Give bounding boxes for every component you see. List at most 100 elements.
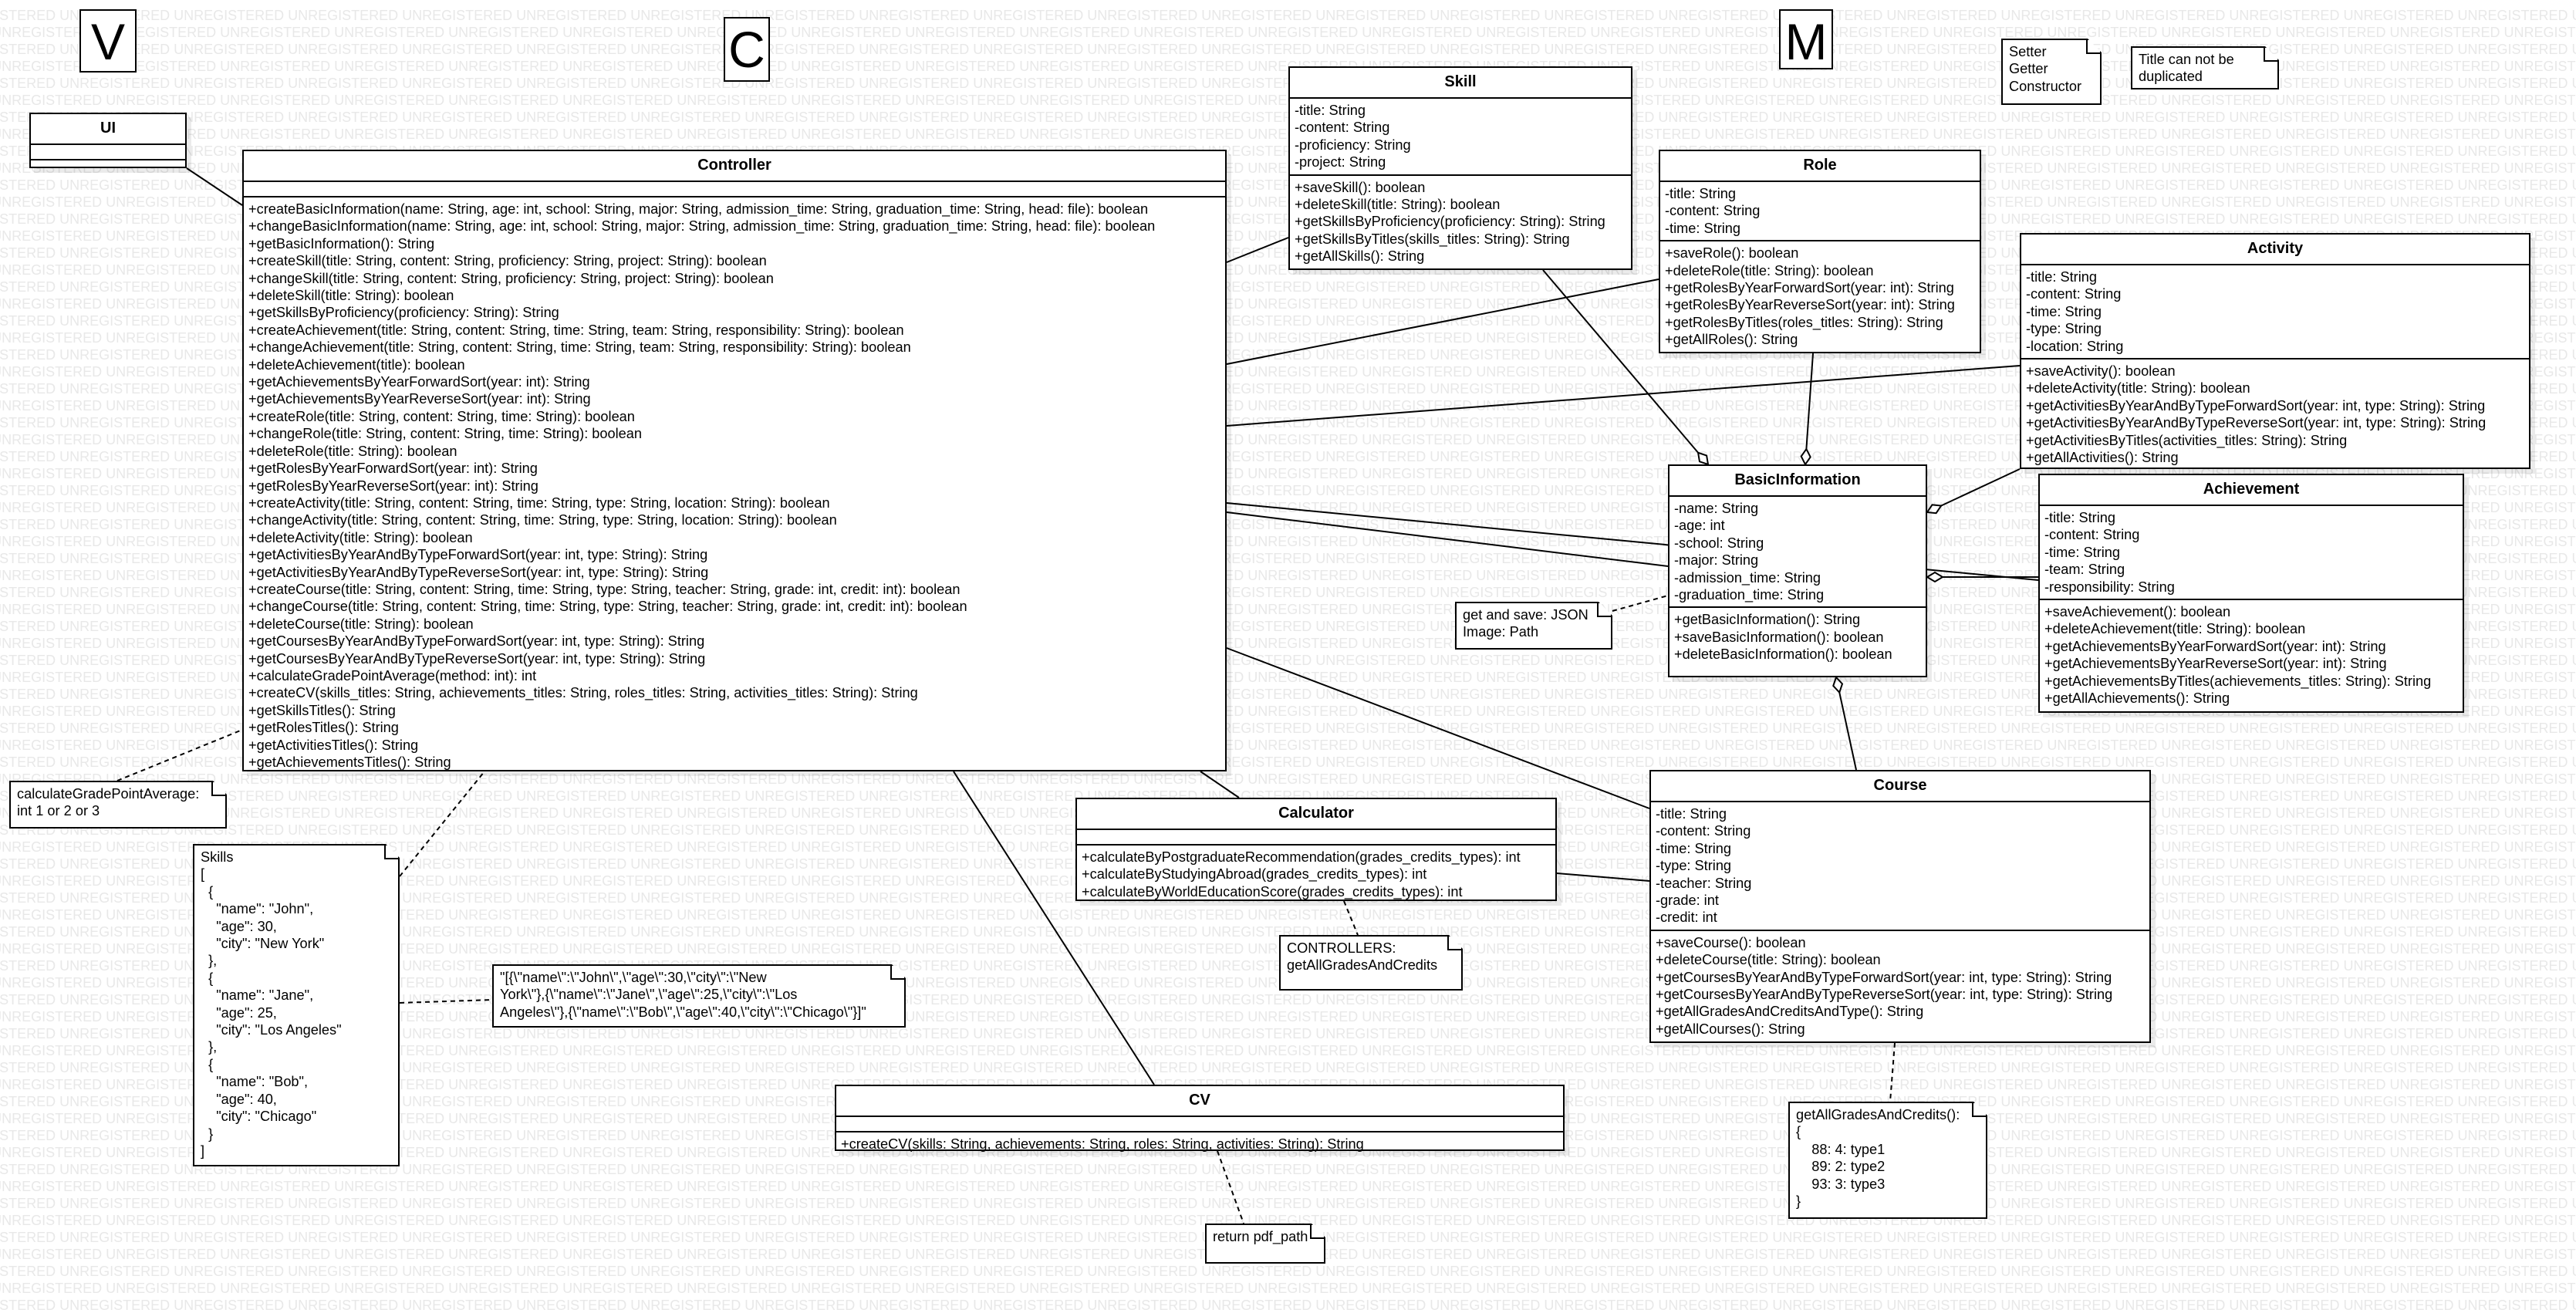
class-role-title: Role	[1660, 151, 1980, 182]
member-line: +getCoursesByYearAndByTypeForwardSort(ye…	[248, 633, 705, 650]
watermark-text: UNREGISTERED UNREGISTERED UNREGISTERED U…	[0, 1264, 2576, 1279]
class-skill-methods: +saveSkill(): boolean+deleteSkill(title:…	[1290, 176, 1631, 268]
member-line: +deleteCourse(title: String): boolean	[1656, 952, 1881, 968]
member-line: -content: String	[1295, 120, 1390, 136]
class-cv[interactable]: CV +createCV(skills: String, achievement…	[835, 1085, 1565, 1152]
note-pdf-link	[1217, 1150, 1244, 1224]
note-line: get and save: JSON	[1463, 607, 1588, 623]
member-line: +getAllCourses(): String	[1656, 1021, 1805, 1037]
note-line: getAllGradesAndCredits():	[1796, 1107, 1960, 1122]
member-line: +getCoursesByYearAndByTypeReverseSort(ye…	[1656, 987, 2113, 1003]
controller-activity-link	[1226, 365, 2021, 427]
note-line: }	[201, 1126, 214, 1142]
member-line: -time: String	[2044, 544, 2121, 560]
member-line: +deleteRole(title: String): boolean	[248, 443, 457, 459]
class-course-methods: +saveCourse(): boolean +deleteCourse(titl…	[1651, 931, 2149, 1041]
member-line: +getSkillsByProficiency(proficiency: Str…	[1295, 214, 1605, 230]
note-gpa-method[interactable]: calculateGradePointAverage:int 1 or 2 or…	[9, 781, 227, 829]
note-json-string-link	[399, 999, 493, 1004]
member-line: +getAllGradesAndCreditsAndType(): String	[1656, 1004, 1924, 1020]
note-line: "name": "Bob",	[201, 1074, 309, 1090]
member-line: +getAchievementsTitles(): String	[248, 754, 451, 770]
note-line: int 1 or 2 or 3	[17, 803, 100, 819]
member-line: +getRolesTitles(): String	[248, 720, 399, 736]
note-line: {	[201, 970, 214, 986]
note-line: York\"},{\"name\":\"Jane\",\"age\":25,\"…	[500, 987, 798, 1003]
class-skill[interactable]: Skill -title: String-content: String-pro…	[1288, 66, 1632, 270]
member-line: -team: String	[2044, 562, 2125, 578]
member-line: -title: String	[2044, 510, 2115, 525]
class-controller-title: Controller	[244, 151, 1225, 182]
class-skill-attributes: -title: String-content: String-proficien…	[1290, 99, 1631, 176]
member-line: -responsibility: String	[2044, 579, 2175, 595]
member-line: +getRolesByTitles(roles_titles: String):…	[1665, 314, 1943, 330]
note-grades-credits[interactable]: getAllGradesAndCredits():{ 88: 4: type1 …	[1788, 1102, 1987, 1219]
note-line: Title can not be	[2139, 52, 2234, 67]
class-cv-title: CV	[836, 1086, 1563, 1117]
note-line: 88: 4: type1	[1796, 1141, 1886, 1157]
note-line: ]	[201, 1143, 205, 1159]
member-line: +saveActivity(): boolean	[2026, 363, 2176, 380]
class-calculator-methods: +calculateByPostgraduateRecommendation(g…	[1077, 846, 1555, 903]
skill-basic-aggregation	[1542, 269, 1709, 465]
controller-skill-link	[1226, 237, 1289, 263]
class-role[interactable]: Role -title: String-content: String-time…	[1659, 150, 1981, 353]
member-line: +getAchievementsByYearReverseSort(year: …	[2044, 656, 2387, 672]
watermark-text: UNREGISTERED UNREGISTERED UNREGISTERED U…	[0, 1281, 2576, 1296]
class-basic-information-attributes: -name: String-age: int-school: String-ma…	[1670, 497, 1926, 609]
member-line: +changeAchievement(title: String, conten…	[248, 339, 911, 356]
course-basic-aggregation-diamond	[1832, 676, 1844, 694]
member-line: +getActivitiesByYearAndByTypeForwardSort…	[248, 547, 708, 563]
class-achievement[interactable]: Achievement -title: String-content: Stri…	[2038, 474, 2464, 713]
member-line: -content: String	[2044, 527, 2140, 543]
note-skills-json[interactable]: Skills[ { "name": "John", "age": 30, "ci…	[193, 844, 400, 1166]
member-line: +changeSkill(title: String, content: Str…	[248, 270, 774, 286]
member-line: +deleteBasicInformation(): boolean	[1674, 646, 1892, 663]
note-line: Getter	[2009, 61, 2048, 77]
class-cv-methods: +createCV(skills: String, achievements: …	[836, 1132, 1563, 1156]
class-role-methods: +saveRole(): boolean+deleteRole(title: S…	[1660, 241, 1980, 351]
member-line: +getAchievementsByYearForwardSort(year: …	[2044, 638, 2386, 654]
controller-role-link	[1226, 278, 1659, 365]
member-line: +getSkillsByTitles(skills_titles: String…	[1295, 231, 1570, 247]
member-line: -time: String	[2026, 303, 2102, 319]
member-line: +saveBasicInformation(): boolean	[1674, 629, 1884, 645]
note-controllers[interactable]: CONTROLLERS:getAllGradesAndCredits	[1279, 935, 1463, 991]
note-json-string[interactable]: "[{\"name\":\"John\",\"age\":30,\"city\"…	[492, 964, 906, 1028]
note-line: getAllGradesAndCredits	[1287, 957, 1438, 974]
class-ui[interactable]: UI	[29, 113, 187, 168]
member-line: +createSkill(title: String, content: Str…	[248, 253, 767, 269]
member-line: +getCoursesByYearAndByTypeReverseSort(ye…	[248, 650, 706, 667]
class-ui-title: UI	[31, 114, 185, 145]
class-calculator[interactable]: Calculator +calculateByPostgraduateRecom…	[1075, 798, 1557, 901]
class-activity-title: Activity	[2021, 235, 2529, 265]
member-line: +getRolesByYearForwardSort(year: int): S…	[248, 461, 538, 477]
member-line: -title: String	[1656, 806, 1727, 822]
member-line: +getSkillsByProficiency(proficiency: Str…	[248, 305, 559, 321]
class-basic-information[interactable]: BasicInformation -name: String-age: int-…	[1668, 464, 1927, 677]
member-line: +createActivity(title: String, content: …	[248, 494, 830, 511]
note-line: {	[201, 1056, 214, 1072]
note-grades-link	[1889, 1042, 1896, 1102]
class-course[interactable]: Course -title: String-content: String-ti…	[1649, 770, 2151, 1043]
class-controller-methods: +createBasicInformation(name: String, ag…	[244, 197, 1225, 774]
class-course-title: Course	[1651, 771, 2149, 802]
class-activity-methods: +saveActivity(): boolean+deleteActivity(…	[2021, 359, 2529, 469]
skill-basic-aggregation-diamond	[1697, 451, 1710, 466]
member-line: -title: String	[2026, 269, 2097, 285]
member-line: -name: String	[1674, 501, 1759, 516]
note-skills-link	[399, 771, 485, 877]
member-line: -content: String	[2026, 286, 2122, 302]
class-controller[interactable]: Controller +createBasicInformation(name:…	[242, 150, 1227, 771]
member-line: -major: String	[1674, 552, 1759, 569]
view-letter: V	[79, 9, 137, 73]
note-return-pdf[interactable]: return pdf_path	[1205, 1224, 1325, 1264]
class-activity[interactable]: Activity -title: String-content: String-…	[2020, 233, 2530, 469]
member-line: +getActivitiesTitles(): String	[248, 737, 419, 753]
member-line: +deleteActivity(title: String): boolean	[248, 529, 473, 545]
member-line: +saveCourse(): boolean	[1656, 934, 1806, 950]
member-line: +createRole(title: String, content: Stri…	[248, 408, 635, 424]
